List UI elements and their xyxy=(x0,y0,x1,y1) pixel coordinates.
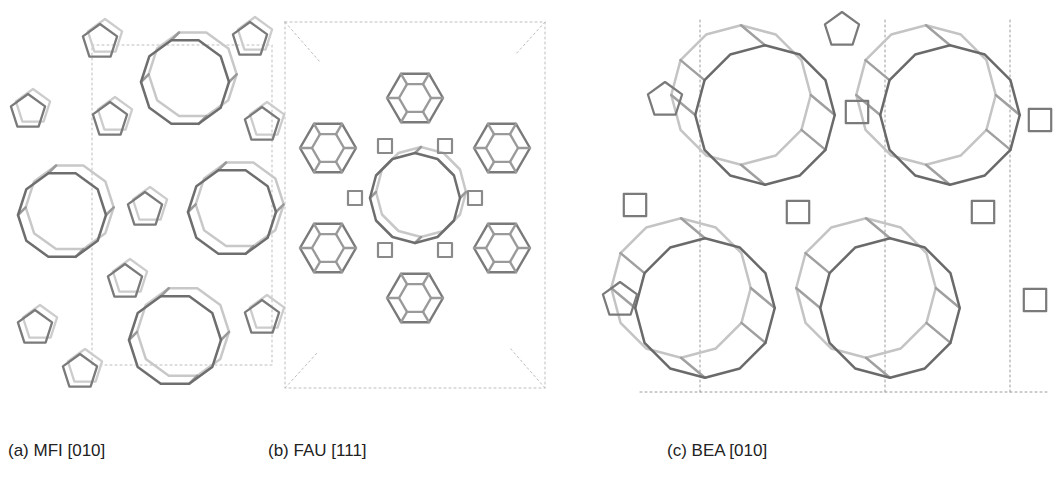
mfi-framework xyxy=(11,17,284,387)
figure-caption: (c) BEA [010] xyxy=(667,441,767,461)
fau-framework xyxy=(285,22,545,388)
figure-caption: (b) FAU [111] xyxy=(268,441,367,461)
bea-framework xyxy=(603,12,1051,392)
figure-caption: (a) MFI [010] xyxy=(8,441,105,461)
